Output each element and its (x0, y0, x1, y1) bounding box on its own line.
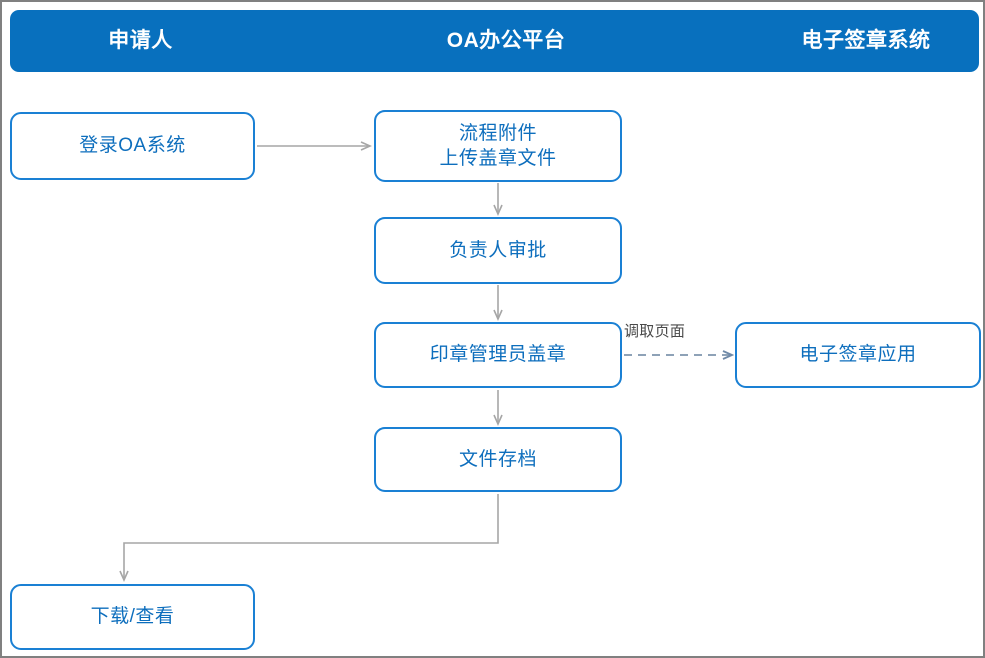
lane-title-oa-platform: OA办公平台 (446, 29, 566, 52)
node-download-view[interactable]: 下载/查看 (10, 584, 255, 650)
swimlane-header-bar: 申请人 OA办公平台 电子签章系统 (10, 10, 979, 72)
lane-title-applicant: 申请人 (108, 29, 173, 52)
edge-archive-to-download (119, 494, 499, 582)
node-seal-administrator-stamp[interactable]: 印章管理员盖章 (374, 322, 622, 388)
node-file-archive[interactable]: 文件存档 (374, 427, 622, 492)
edge-label-invoke-page: 调取页面 (624, 323, 686, 340)
node-login-oa-system[interactable]: 登录OA系统 (10, 112, 255, 180)
node-electronic-seal-application[interactable]: 电子签章应用 (735, 322, 981, 388)
node-upload-sealed-file[interactable]: 流程附件 上传盖章文件 (374, 110, 622, 182)
node-manager-approval[interactable]: 负责人审批 (374, 217, 622, 284)
lane-title-esign-system: 电子签章系统 (801, 29, 931, 52)
